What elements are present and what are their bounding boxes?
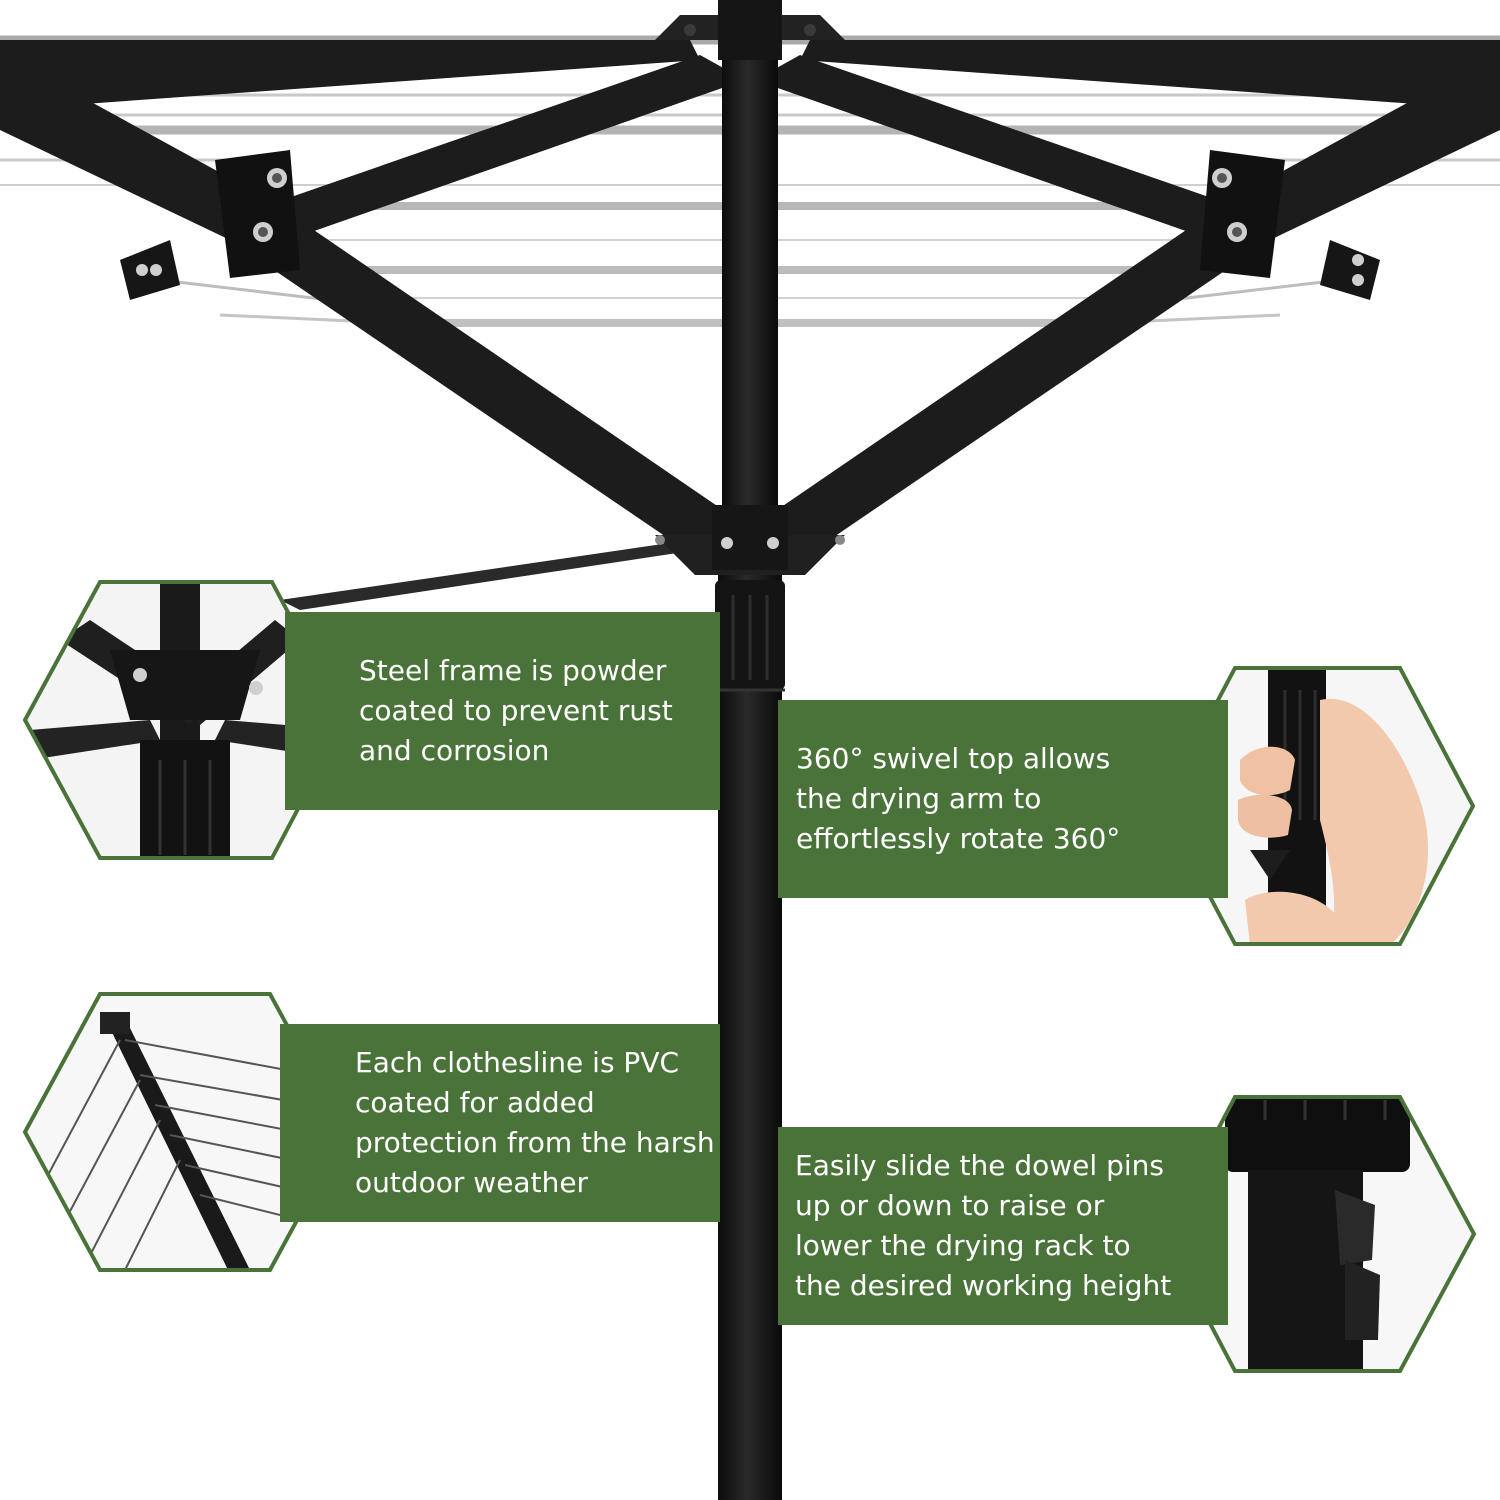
feature-text-frame: Steel frame is powder coated to prevent … [359, 654, 673, 767]
feature-callout-swivel: 360° swivel top allows the drying arm to… [778, 700, 1228, 898]
frame-arms [0, 40, 1500, 610]
feature-callout-height: Easily slide the dowel pins up or down t… [778, 1127, 1228, 1325]
arm-joint-left [120, 150, 300, 300]
feature-callout-line: Each clothesline is PVC coated for added… [280, 1024, 720, 1222]
arm-joint-right [1200, 150, 1380, 300]
feature-text-line: Each clothesline is PVC coated for added… [355, 1046, 715, 1199]
feature-callout-frame: Steel frame is powder coated to prevent … [285, 612, 720, 810]
feature-text-swivel: 360° swivel top allows the drying arm to… [796, 742, 1121, 855]
feature-text-height: Easily slide the dowel pins up or down t… [795, 1149, 1172, 1302]
top-hub [655, 0, 845, 60]
central-pole [655, 60, 845, 1500]
